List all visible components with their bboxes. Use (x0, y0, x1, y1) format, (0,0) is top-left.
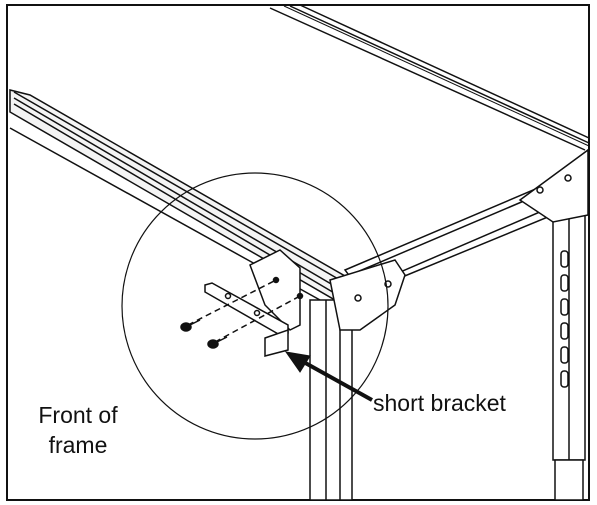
pointer-arrow (284, 351, 373, 402)
image-border (6, 4, 590, 501)
short-bracket-label: short bracket (373, 390, 506, 416)
front-corner-post (309, 299, 353, 501)
post-slots (560, 250, 569, 388)
short-bracket-part (204, 282, 289, 357)
back-corner-gusset (518, 148, 589, 223)
detail-circle (121, 172, 389, 440)
front-of-frame-label: Front of frame (38, 402, 118, 458)
left-gusset (249, 249, 301, 331)
front-corner-gusset (329, 259, 406, 331)
back-right-post (552, 214, 586, 501)
screws (180, 276, 304, 349)
back-top-rail (269, 4, 590, 151)
